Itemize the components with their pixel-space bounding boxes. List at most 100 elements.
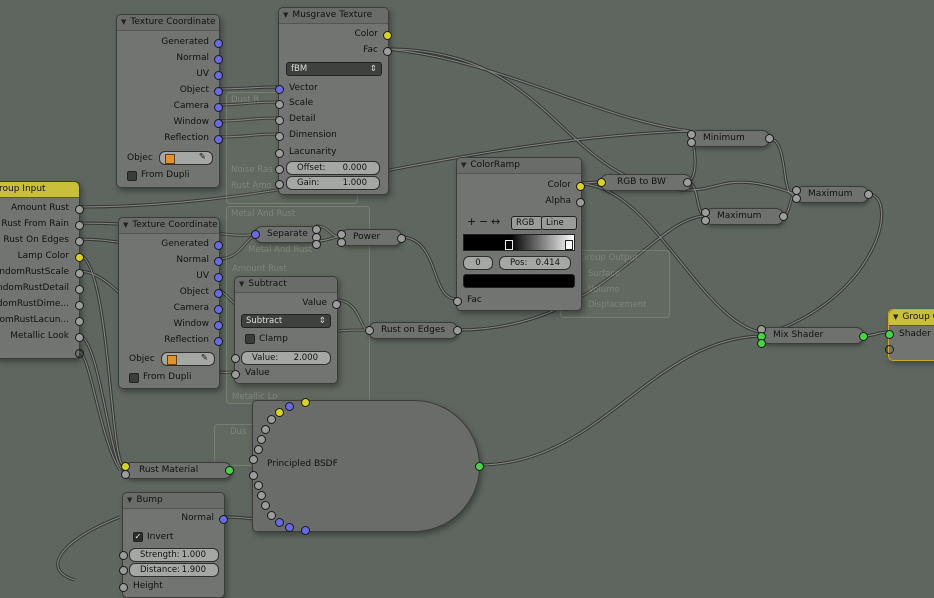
flip-ramp-button[interactable]: ↔ xyxy=(491,215,501,228)
socket-bsdf-output[interactable] xyxy=(475,462,484,471)
collapse-triangle-icon[interactable]: ▼ xyxy=(123,221,129,229)
from-dupli-checkbox[interactable] xyxy=(127,171,137,181)
color-stop-marker-white[interactable] xyxy=(565,240,573,250)
socket-input[interactable] xyxy=(261,501,270,510)
socket-value-input-2[interactable] xyxy=(337,238,346,247)
socket-reflection[interactable] xyxy=(214,135,223,144)
socket-value-input-1[interactable] xyxy=(231,354,240,363)
collapse-triangle-icon[interactable]: ▼ xyxy=(893,313,899,321)
collapse-triangle-icon[interactable]: ▼ xyxy=(283,11,289,19)
socket-window[interactable] xyxy=(214,321,223,330)
socket-object[interactable] xyxy=(214,87,223,96)
socket-strength-input[interactable] xyxy=(119,551,128,560)
object-field[interactable]: ✎ xyxy=(161,352,215,366)
color-stop-marker-black[interactable] xyxy=(505,240,513,250)
socket-color[interactable] xyxy=(383,31,392,40)
gain-field[interactable]: Gain:1.000 xyxy=(286,176,380,190)
node-header[interactable]: roup Input xyxy=(0,182,79,198)
stop-index-field[interactable]: 0 xyxy=(463,256,493,270)
socket-value-output[interactable] xyxy=(332,300,341,309)
add-stop-button[interactable]: + xyxy=(467,215,477,228)
socket-value-input-2[interactable] xyxy=(687,138,696,147)
stop-position-field[interactable]: Pos:0.414 xyxy=(499,256,571,270)
socket-uv[interactable] xyxy=(214,273,223,282)
socket-fac-input[interactable] xyxy=(453,297,462,306)
socket-input[interactable] xyxy=(257,435,266,444)
socket-camera[interactable] xyxy=(214,103,223,112)
socket-value-input-2[interactable] xyxy=(701,216,710,225)
socket-color-input[interactable] xyxy=(597,178,606,187)
socket-input[interactable] xyxy=(249,455,258,464)
collapse-triangle-icon[interactable]: ▼ xyxy=(127,496,133,504)
node-header[interactable]: ▼ColorRamp xyxy=(457,158,581,174)
socket-empty[interactable] xyxy=(75,349,84,358)
socket-dimension[interactable] xyxy=(275,132,284,141)
socket-shader-input-2[interactable] xyxy=(757,339,766,348)
minimum-node[interactable]: Minimum xyxy=(687,130,774,147)
socket-value-output[interactable] xyxy=(864,190,873,199)
rust-material-node[interactable]: Rust Material xyxy=(121,462,234,479)
socket-vector[interactable] xyxy=(275,85,284,94)
collapse-triangle-icon[interactable]: ▼ xyxy=(461,161,467,169)
musgrave-texture-node[interactable]: ▼Musgrave Texture Color Fac fBM⇕ Vector … xyxy=(275,7,392,195)
socket-metallic-look[interactable] xyxy=(75,333,84,342)
socket-uv[interactable] xyxy=(214,71,223,80)
bump-node[interactable]: ▼Bump Normal ✓ Invert Strength:1.000 Dis… xyxy=(119,492,228,598)
socket-input[interactable] xyxy=(285,402,294,411)
socket-shader-output[interactable] xyxy=(859,332,868,341)
mix-shader-node[interactable]: Mix Shader xyxy=(757,325,868,348)
socket-output[interactable] xyxy=(453,326,462,335)
texture-coordinate-node-2[interactable]: ▼Texture Coordinate Generated Normal UV … xyxy=(118,217,223,389)
offset-field[interactable]: Offset:0.000 xyxy=(286,161,380,175)
socket-offset[interactable] xyxy=(275,165,284,174)
socket-input[interactable] xyxy=(254,445,263,454)
clamp-checkbox[interactable] xyxy=(245,334,255,344)
subtract-math-node[interactable]: ▼Subtract Value Subtract⇕ Clamp Value:2.… xyxy=(231,276,341,384)
socket-normal[interactable] xyxy=(214,55,223,64)
color-mode-dropdown[interactable]: RGB xyxy=(511,216,543,230)
strength-field[interactable]: Strength:1.000 xyxy=(129,548,219,562)
object-field[interactable]: ✎ xyxy=(159,151,213,165)
socket-normal[interactable] xyxy=(214,257,223,266)
socket-random-rust-scale[interactable] xyxy=(75,269,84,278)
socket-z-output[interactable] xyxy=(312,240,321,249)
socket-window[interactable] xyxy=(214,119,223,128)
node-header[interactable]: ▼Texture Coordinate xyxy=(119,218,219,234)
socket-color-output[interactable] xyxy=(576,182,585,191)
operation-dropdown[interactable]: Subtract⇕ xyxy=(241,314,331,328)
socket-normal[interactable] xyxy=(275,518,284,527)
rgb-to-bw-node[interactable]: RGB to BW xyxy=(597,174,692,191)
socket-input[interactable] xyxy=(257,491,266,500)
collapse-triangle-icon[interactable]: ▼ xyxy=(239,280,245,288)
node-header[interactable]: ▼Subtract xyxy=(235,277,337,293)
socket-empty[interactable] xyxy=(885,345,894,354)
invert-checkbox[interactable]: ✓ xyxy=(133,532,143,542)
musgrave-type-dropdown[interactable]: fBM⇕ xyxy=(286,62,382,76)
socket-input[interactable] xyxy=(254,481,263,490)
principled-bsdf-node[interactable]: Principled BSDF xyxy=(249,398,484,535)
socket-shader-output[interactable] xyxy=(225,466,234,475)
socket-value-input[interactable] xyxy=(121,470,130,479)
rust-on-edges-node[interactable]: Rust on Edges xyxy=(365,322,462,339)
socket-input[interactable] xyxy=(365,326,374,335)
group-input-node[interactable]: roup Input Amount Rust Rust From Rain Ru… xyxy=(0,181,84,359)
remove-stop-button[interactable]: − xyxy=(479,215,489,228)
socket-lamp-color[interactable] xyxy=(75,253,84,262)
node-header[interactable]: ▼Musgrave Texture xyxy=(279,8,388,24)
maximum-node-2[interactable]: Maximum xyxy=(792,186,873,203)
distance-field[interactable]: Distance:1.900 xyxy=(129,563,219,577)
socket-value-input-2[interactable] xyxy=(231,370,240,379)
node-header[interactable]: ▼Group O xyxy=(889,310,934,326)
stop-color-swatch[interactable] xyxy=(463,274,575,288)
socket-camera[interactable] xyxy=(214,305,223,314)
socket-random-rust-lacunarity[interactable] xyxy=(75,317,84,326)
color-ramp-gradient[interactable] xyxy=(463,234,575,251)
socket-clearcoat-normal[interactable] xyxy=(285,523,294,532)
socket-random-rust-detail[interactable] xyxy=(75,285,84,294)
socket-rust-from-rain[interactable] xyxy=(75,221,84,230)
node-header[interactable]: ▼Bump xyxy=(123,493,224,509)
texture-coordinate-node-1[interactable]: ▼Texture Coordinate Generated Normal UV … xyxy=(116,14,223,188)
socket-distance-input[interactable] xyxy=(119,566,128,575)
socket-lacunarity[interactable] xyxy=(275,149,284,158)
socket-amount-rust[interactable] xyxy=(75,205,84,214)
